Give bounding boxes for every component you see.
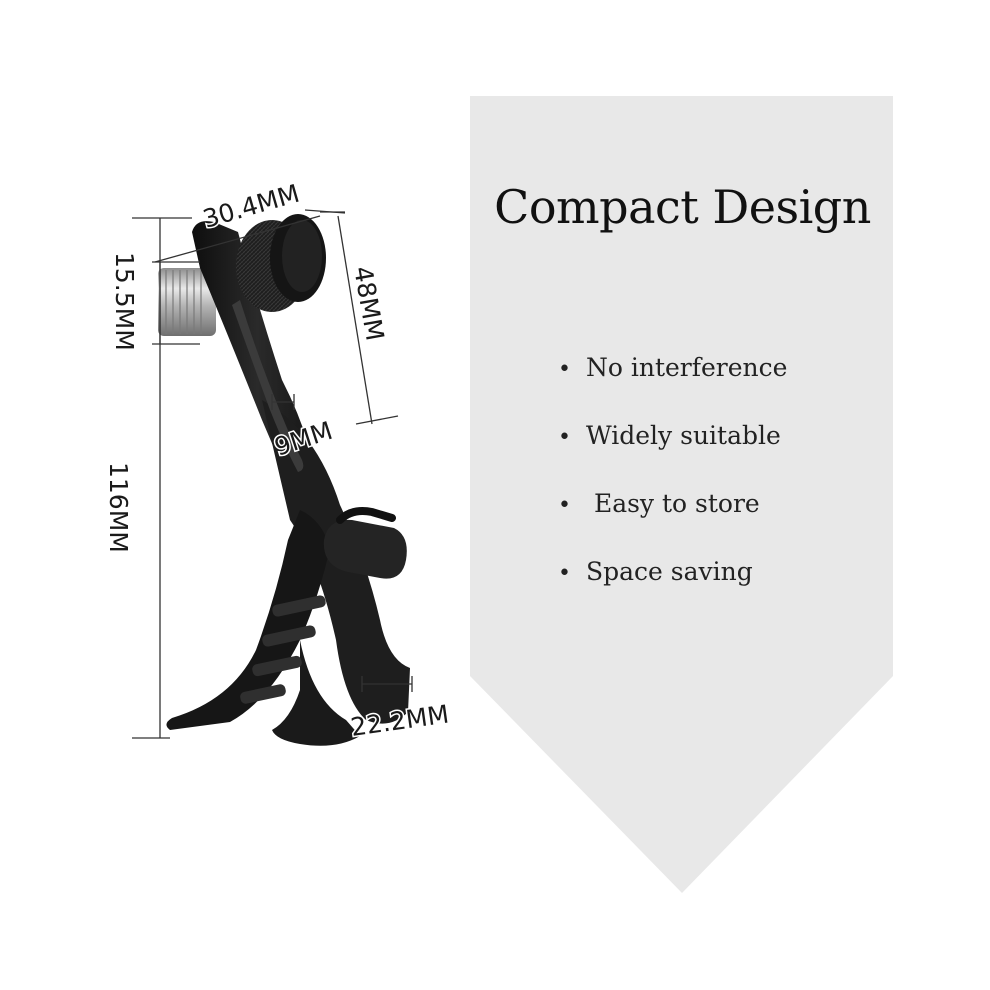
feature-text: Space saving	[586, 557, 753, 586]
dim-total-height: 116MM	[104, 462, 133, 553]
dimension-lines	[132, 209, 413, 739]
dim-thread-height: 15.5MM	[110, 252, 139, 351]
feature-item: • Easy to store	[558, 484, 787, 552]
headline: Compact Design	[494, 180, 871, 234]
feature-item: • Space saving	[558, 552, 787, 620]
feature-item: • No interference	[558, 348, 787, 416]
dim-knob-span: 48MM	[348, 264, 390, 343]
feature-text: No interference	[586, 353, 788, 382]
bullet-icon: •	[558, 357, 571, 382]
bullet-icon: •	[558, 561, 571, 586]
bullet-icon: •	[558, 493, 571, 518]
feature-text: Easy to store	[586, 489, 760, 518]
info-panel	[470, 96, 893, 893]
feature-text: Widely suitable	[586, 421, 781, 450]
feature-list: • No interference • Widely suitable • Easy…	[558, 348, 787, 620]
bullet-icon: •	[558, 425, 571, 450]
drum-mic-clip-image	[158, 214, 410, 746]
feature-item: • Widely suitable	[558, 416, 787, 484]
